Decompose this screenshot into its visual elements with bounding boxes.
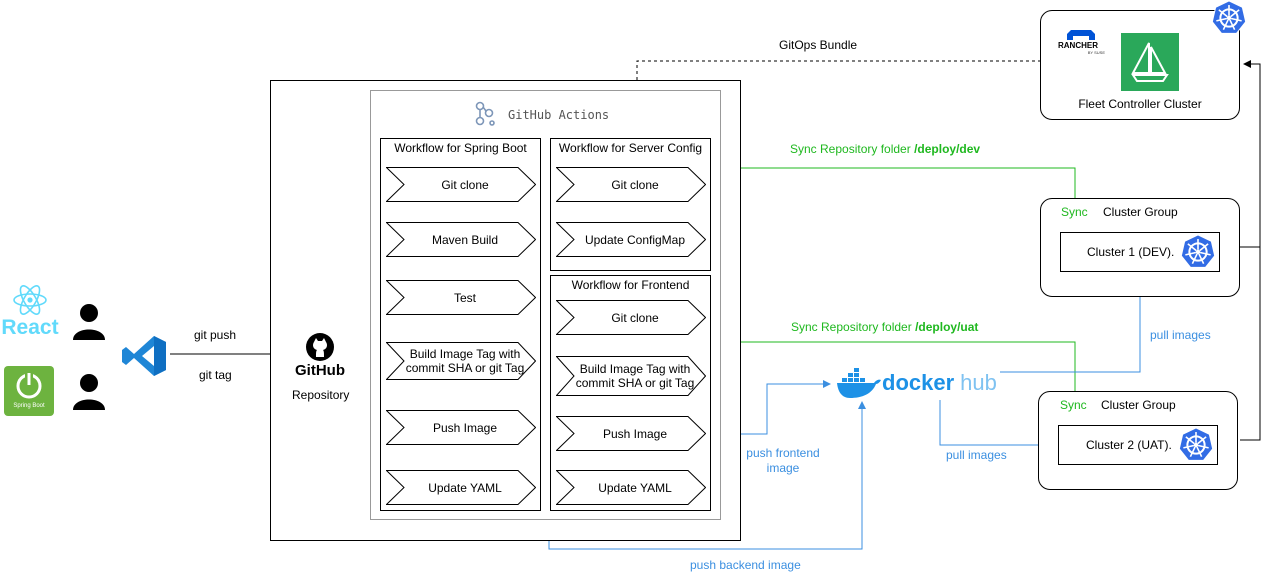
workflow-step: Push Image [556,416,706,451]
git-tag-label: git tag [199,368,232,382]
fleet-logo-icon [1121,33,1179,91]
spring-boot-logo: Spring Boot [4,366,54,416]
react-label: React [1,316,59,339]
sync-uat-label: Sync Repository folder /deploy/uat [791,320,978,334]
cluster-group-dev-title: Cluster Group [1103,205,1178,219]
workflow-step-label: Build Image Tag with commit SHA or git T… [405,347,525,375]
github-logo: GitHub [292,332,348,382]
github-actions-icon [475,101,495,126]
workflow-step-label: Maven Build [431,232,499,247]
workflow-step-label: Push Image [602,426,668,441]
workflow-step-label: Git clone [441,177,489,192]
workflow-step-label: Git clone [611,310,659,325]
rancher-logo: RANCHER BY SUSE [1055,28,1105,58]
workflow-step-label: Test [453,290,476,305]
dockerhub-wordmark-docker: docker [882,370,955,395]
workflow-frontend-title: Workflow for Frontend [571,278,690,292]
workflow-server-config-title: Workflow for Server Config [558,141,703,155]
cluster-group-dev-sync: Sync [1061,205,1088,219]
kubernetes-icon [1180,234,1216,268]
developer-user-icon [73,374,105,410]
push-frontend-label: push frontend image [746,446,820,475]
workflow-step-label: Update ConfigMap [584,232,686,247]
workflow-spring-boot-title: Workflow for Spring Boot [394,141,527,155]
pull-images-dev-label: pull images [1150,328,1211,342]
rancher-bull-icon [1067,30,1095,40]
workflow-step-label: Push Image [432,420,498,435]
kubernetes-icon [1178,427,1214,461]
cluster-to-fleet-connector [1240,60,1261,441]
github-actions-title: GitHub Actions [508,108,610,122]
step-chevron-shape [386,280,536,315]
workflow-step: Build Image Tag with commit SHA or git T… [386,342,536,380]
sync-dev-label: Sync Repository folder /deploy/dev [790,142,980,156]
push-backend-label: push backend image [690,558,801,572]
step-chevron-shape [386,167,536,202]
github-actions-container [370,90,721,520]
step-chevron-shape [386,470,536,505]
workflow-step: Test [386,280,536,315]
kubernetes-icon [1211,0,1247,34]
workflow-step: Push Image [386,410,536,445]
step-chevron-shape [556,470,706,505]
gitops-bundle-connector [636,60,1040,80]
power-icon [16,372,42,399]
workflow-step: Build Image Tag with commit SHA or git T… [556,356,706,396]
sync-uat-label-prefix: Sync Repository folder [791,320,916,334]
sync-uat-path: /deploy/uat [915,320,979,334]
gitops-bundle-label: GitOps Bundle [779,38,858,52]
workflow-step: Maven Build [386,222,536,257]
pull-images-uat-label: pull images [946,448,1007,462]
step-chevron-shape [386,342,536,380]
cluster-group-uat-sync: Sync [1060,398,1087,412]
step-chevron-shape [386,410,536,445]
sync-dev-path: /deploy/dev [914,142,981,156]
step-chevron-shape [556,167,706,202]
sync-dev-connector [741,167,1076,198]
workflow-step: Update ConfigMap [556,222,706,257]
workflow-step-label: Git clone [611,177,659,192]
pull-images-dev-connector [1000,276,1144,373]
github-octocat-icon [306,333,334,361]
spring-boot-label: Spring Boot [13,403,45,409]
workflow-step: Update YAML [556,470,706,505]
cluster-1-dev-label: Cluster 1 (DEV). [1087,245,1175,259]
dockerhub-wordmark-hub: hub [960,370,997,395]
developer-user-icon [73,304,105,340]
docker-whale-icon [837,368,881,398]
workflow-step-label: Build Image Tag with commit SHA or git T… [575,362,695,390]
step-chevron-shape [556,416,706,451]
github-wordmark: GitHub [295,362,345,379]
step-chevron-shape [386,222,536,257]
cluster-2-uat-label: Cluster 2 (UAT). [1086,438,1172,452]
step-chevron-shape [556,222,706,257]
workflow-step-label: Update YAML [598,480,672,495]
react-logo: React [0,284,62,340]
workflow-step: Git clone [556,167,706,202]
workflow-step: Git clone [386,167,536,202]
step-chevron-shape [556,300,706,335]
pull-images-uat-connector [939,400,1057,449]
sync-dev-label-prefix: Sync Repository folder [790,142,915,156]
react-atom-icon [13,285,47,315]
fleet-controller-label: Fleet Controller Cluster [1078,97,1202,111]
rancher-wordmark: RANCHER [1058,41,1098,50]
repository-label: Repository [292,388,350,402]
rancher-sub: BY SUSE [1087,50,1105,55]
step-chevron-shape [556,356,706,396]
vscode-icon [122,336,166,376]
sync-uat-connector [741,341,1076,391]
git-push-label: git push [194,328,237,342]
workflow-step: Update YAML [386,470,536,505]
cluster-group-uat-title: Cluster Group [1101,398,1176,412]
workflow-step-label: Update YAML [428,480,502,495]
workflow-step: Git clone [556,300,706,335]
